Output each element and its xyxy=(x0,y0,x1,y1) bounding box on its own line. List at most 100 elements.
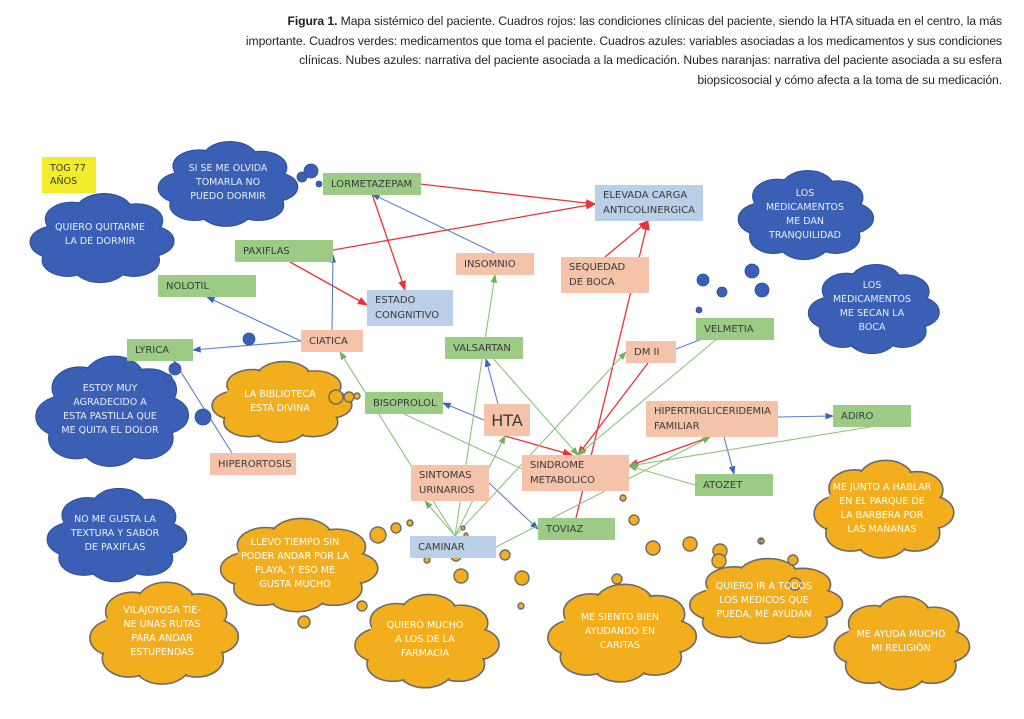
medication-valsartan[interactable]: VALSARTAN xyxy=(445,337,523,359)
cloud-me-secan-la-boca: LOS MEDICAMENTOS ME SECAN LA BOCA xyxy=(832,280,912,333)
edge-dm2-to-sindrome xyxy=(577,362,649,457)
thought-bubble-dot xyxy=(716,286,728,298)
thought-bubble-dot xyxy=(315,180,323,188)
edge-hta-to-bisoprolol xyxy=(441,402,485,421)
figure-label: Figura 1. xyxy=(287,14,338,28)
variable-caminar[interactable]: CAMINAR xyxy=(410,536,496,558)
cloud-shape-me-secan-la-boca xyxy=(807,263,940,355)
thought-bubble-dot xyxy=(682,536,698,552)
medication-toviaz[interactable]: TOVIAZ xyxy=(538,518,615,540)
cloud-no-me-gusta-la-textura: NO ME GUSTA LA TEXTURA Y SABOR DE PAXIFL… xyxy=(70,514,160,553)
cloud-quiero-quitarme: QUIERO QUITARME LA DE DORMIR xyxy=(55,222,145,247)
condition-sindrome-metabolico[interactable]: SINDROME METABOLICO xyxy=(522,455,629,491)
condition-ciatica[interactable]: CIATICA xyxy=(301,330,363,352)
thought-bubble-dot xyxy=(754,282,770,298)
thought-bubble-dot xyxy=(297,615,311,629)
thought-bubble-dot xyxy=(759,538,765,544)
edge-hipertrig-to-atozet xyxy=(723,436,736,476)
edge-hipertrig-to-sindrome xyxy=(627,436,711,467)
cloud-shape-quiero-quitarme xyxy=(29,192,175,284)
cloud-shape-estoy-muy-agradecido xyxy=(35,355,190,467)
cloud-me-dan-tranquilidad: LOS MEDICAMENTOS ME DAN TRANQUILIDAD xyxy=(765,188,845,241)
edge-insomnio-to-lormetazepam xyxy=(371,193,496,254)
edge-hipertrig-to-adiro xyxy=(777,412,835,420)
thought-bubble-dot xyxy=(514,570,530,586)
patient-label: TOG 77 AÑOS xyxy=(42,157,96,193)
edge-caminar-to-hipertrig xyxy=(495,436,711,548)
edge-sequedad-to-anticolinergica xyxy=(604,220,649,258)
cloud-mi-religion: ME AYUDA MUCHO MI RELIGIÓN xyxy=(856,629,946,654)
condition-hipertrigliceridemia-familiar[interactable]: HIPERTRIGLICERIDEMIA FAMILIAR xyxy=(646,401,778,437)
cloud-shape-me-dan-tranquilidad xyxy=(737,169,875,261)
edge-paxiflas-to-cognitivo xyxy=(289,261,369,306)
condition-dm-ii[interactable]: DM II xyxy=(626,341,676,363)
edge-atozet-to-sindrome xyxy=(627,464,696,486)
condition-insomnio[interactable]: INSOMNIO xyxy=(456,253,534,275)
thought-bubble-dot xyxy=(296,171,308,183)
thought-bubble-dot xyxy=(696,273,710,287)
condition-hiperortosis[interactable]: HIPERORTOSIS xyxy=(210,453,296,475)
cloud-shape-quiero-mucho-farmacia xyxy=(354,593,500,689)
cloud-shape-vilajoyosa xyxy=(89,581,240,685)
cloud-shape-mi-religion xyxy=(833,595,971,691)
cloud-estoy-muy-agradecido: ESTOY MUY AGRADECIDO A ESTA PASTILLA QUE… xyxy=(61,383,159,436)
thought-bubble-dot xyxy=(788,577,802,591)
edge-velmetia-to-sindrome xyxy=(577,337,719,456)
medication-atozet[interactable]: ATOZET xyxy=(695,474,773,496)
variable-estado-cognitivo[interactable]: ESTADO CONGNITIVO xyxy=(367,290,453,326)
cloud-shape-quiero-ir-medicos xyxy=(688,557,844,645)
edge-adiro-to-sindrome xyxy=(627,426,871,469)
edge-lormetazepam-to-cognitivo xyxy=(371,193,406,292)
thought-bubble-dot xyxy=(711,553,727,569)
variable-elevada-carga-anticolinergica[interactable]: ELEVADA CARGA ANTICOLINERGICA xyxy=(595,185,703,221)
edge-hta-to-valsartan xyxy=(484,357,499,405)
edge-lormetazepam-to-anticolinergica xyxy=(419,183,597,207)
thought-bubble-dot xyxy=(611,573,623,585)
medication-lormetazepam[interactable]: LORMETAZEPAM xyxy=(323,173,421,195)
thought-bubble-dot xyxy=(328,389,344,405)
cloud-parque-barbera: ME JUNTO A HABLAR EN EL PARQUE DE LA BAR… xyxy=(832,482,932,535)
condition-sintomas-urinarios[interactable]: SINTOMAS URINARIOS xyxy=(411,465,489,501)
cloud-quiero-mucho-farmacia: QUIERO MUCHO A LOS DE LA FARMACIA xyxy=(386,620,464,659)
edge-caminar-to-sintomas xyxy=(424,500,456,537)
thought-bubble-dot xyxy=(168,362,182,376)
edge-paxiflas-to-anticolinergica xyxy=(332,201,597,251)
thought-bubble-dot xyxy=(628,514,640,526)
condition-hta[interactable]: HTA xyxy=(484,404,530,436)
thought-bubbles xyxy=(163,163,802,629)
thought-bubble-dot xyxy=(343,391,355,403)
edge-ciatica-to-lyrica xyxy=(191,340,302,353)
cloud-vilajoyosa: VILAJOYOSA TIE-NE UNAS RUTAS PARA ANDAR … xyxy=(123,605,201,658)
thought-bubble-dot xyxy=(406,519,414,527)
cloud-caritas: ME SIENTO BIEN AYUDANDO EN CARITAS xyxy=(581,612,659,651)
medication-adiro[interactable]: ADIRO xyxy=(833,405,911,427)
thought-bubble-dot xyxy=(369,526,387,544)
condition-sequedad-de-boca[interactable]: SEQUEDAD DE BOCA xyxy=(561,257,649,293)
edge-caminar-to-ciatica xyxy=(339,351,456,537)
thought-bubble-dot xyxy=(356,600,368,612)
edges-layer xyxy=(173,183,871,548)
figure-caption-text: Mapa sistémico del paciente. Cuadros roj… xyxy=(245,14,1002,87)
medication-bisoprolol[interactable]: BISOPROLOL xyxy=(365,392,443,414)
thought-bubble-dot xyxy=(390,522,402,534)
thought-bubble-dot xyxy=(460,525,466,531)
thought-bubble-dot xyxy=(242,332,256,346)
figure-caption: Figura 1. Mapa sistémico del paciente. C… xyxy=(242,12,1002,90)
thought-bubble-dot xyxy=(194,408,212,426)
medication-paxiflas[interactable]: PAXIFLAS xyxy=(235,240,333,262)
medication-lyrica[interactable]: LYRICA xyxy=(127,339,193,361)
medication-nolotil[interactable]: NOLOTIL xyxy=(158,275,256,297)
thought-bubble-dot xyxy=(744,263,760,279)
thought-bubble-dot xyxy=(619,494,627,502)
cloud-shape-no-me-gusta-la-textura xyxy=(46,487,188,583)
medication-velmetia[interactable]: VELMETIA xyxy=(696,318,774,340)
cloud-shape-parque-barbera xyxy=(813,459,955,559)
edge-ciatica-to-nolotil xyxy=(206,296,302,342)
thought-bubble-dot xyxy=(787,554,799,566)
edge-hiperortosis-to-lyrica xyxy=(173,360,233,454)
thought-bubble-dot xyxy=(163,373,173,383)
thought-bubble-dot xyxy=(453,568,469,584)
cloud-llevo-tiempo-sin-andar: LLEVO TIEMPO SIN PODER ANDAR POR LA PLAY… xyxy=(241,537,349,590)
edge-valsartan-to-sindrome xyxy=(483,347,579,456)
